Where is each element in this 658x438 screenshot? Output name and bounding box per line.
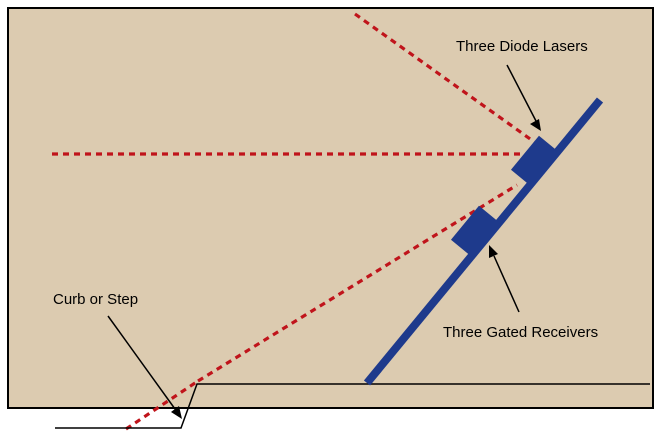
curb-or-step-label: Curb or Step xyxy=(53,291,138,308)
receivers-arrowhead xyxy=(489,245,498,258)
receivers-arrow-shaft xyxy=(493,255,520,313)
lasers-arrowhead xyxy=(530,119,541,131)
lasers-arrow-shaft xyxy=(506,64,537,122)
lower-laser-beam xyxy=(197,183,518,383)
diode-lasers-housing xyxy=(510,135,560,187)
upper-laser-beam xyxy=(354,12,541,148)
diode-lasers-label: Three Diode Lasers xyxy=(456,38,588,55)
lower-beam-segment-near-curb xyxy=(125,379,199,431)
curb-arrow-shaft xyxy=(107,315,176,410)
gated-receivers-label: Three Gated Receivers xyxy=(443,324,598,341)
curb-arrowhead xyxy=(171,406,182,419)
diagram-background-panel xyxy=(7,7,654,409)
gated-receivers-housing xyxy=(450,205,500,257)
sensor-mounting-bar xyxy=(363,97,604,386)
ground-and-curb-line xyxy=(55,383,650,429)
